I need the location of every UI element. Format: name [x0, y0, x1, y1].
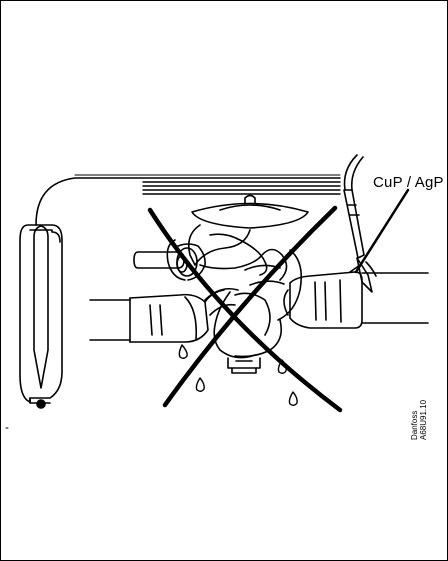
cross-mark-icon: [147, 205, 343, 413]
torch-icon: [343, 154, 410, 293]
manufacturer-label: Danfoss: [410, 410, 419, 440]
outlet-pipe: [283, 271, 429, 329]
solder-label: CuP / AgP: [373, 174, 444, 191]
inlet-pipe: [89, 289, 225, 343]
heat-shield: [142, 181, 341, 195]
drawing-code-label: A68U91.10: [419, 399, 428, 440]
capillary-tube: [35, 177, 341, 226]
sensing-bulb: [19, 224, 63, 409]
water-drop-icon: [178, 344, 298, 406]
